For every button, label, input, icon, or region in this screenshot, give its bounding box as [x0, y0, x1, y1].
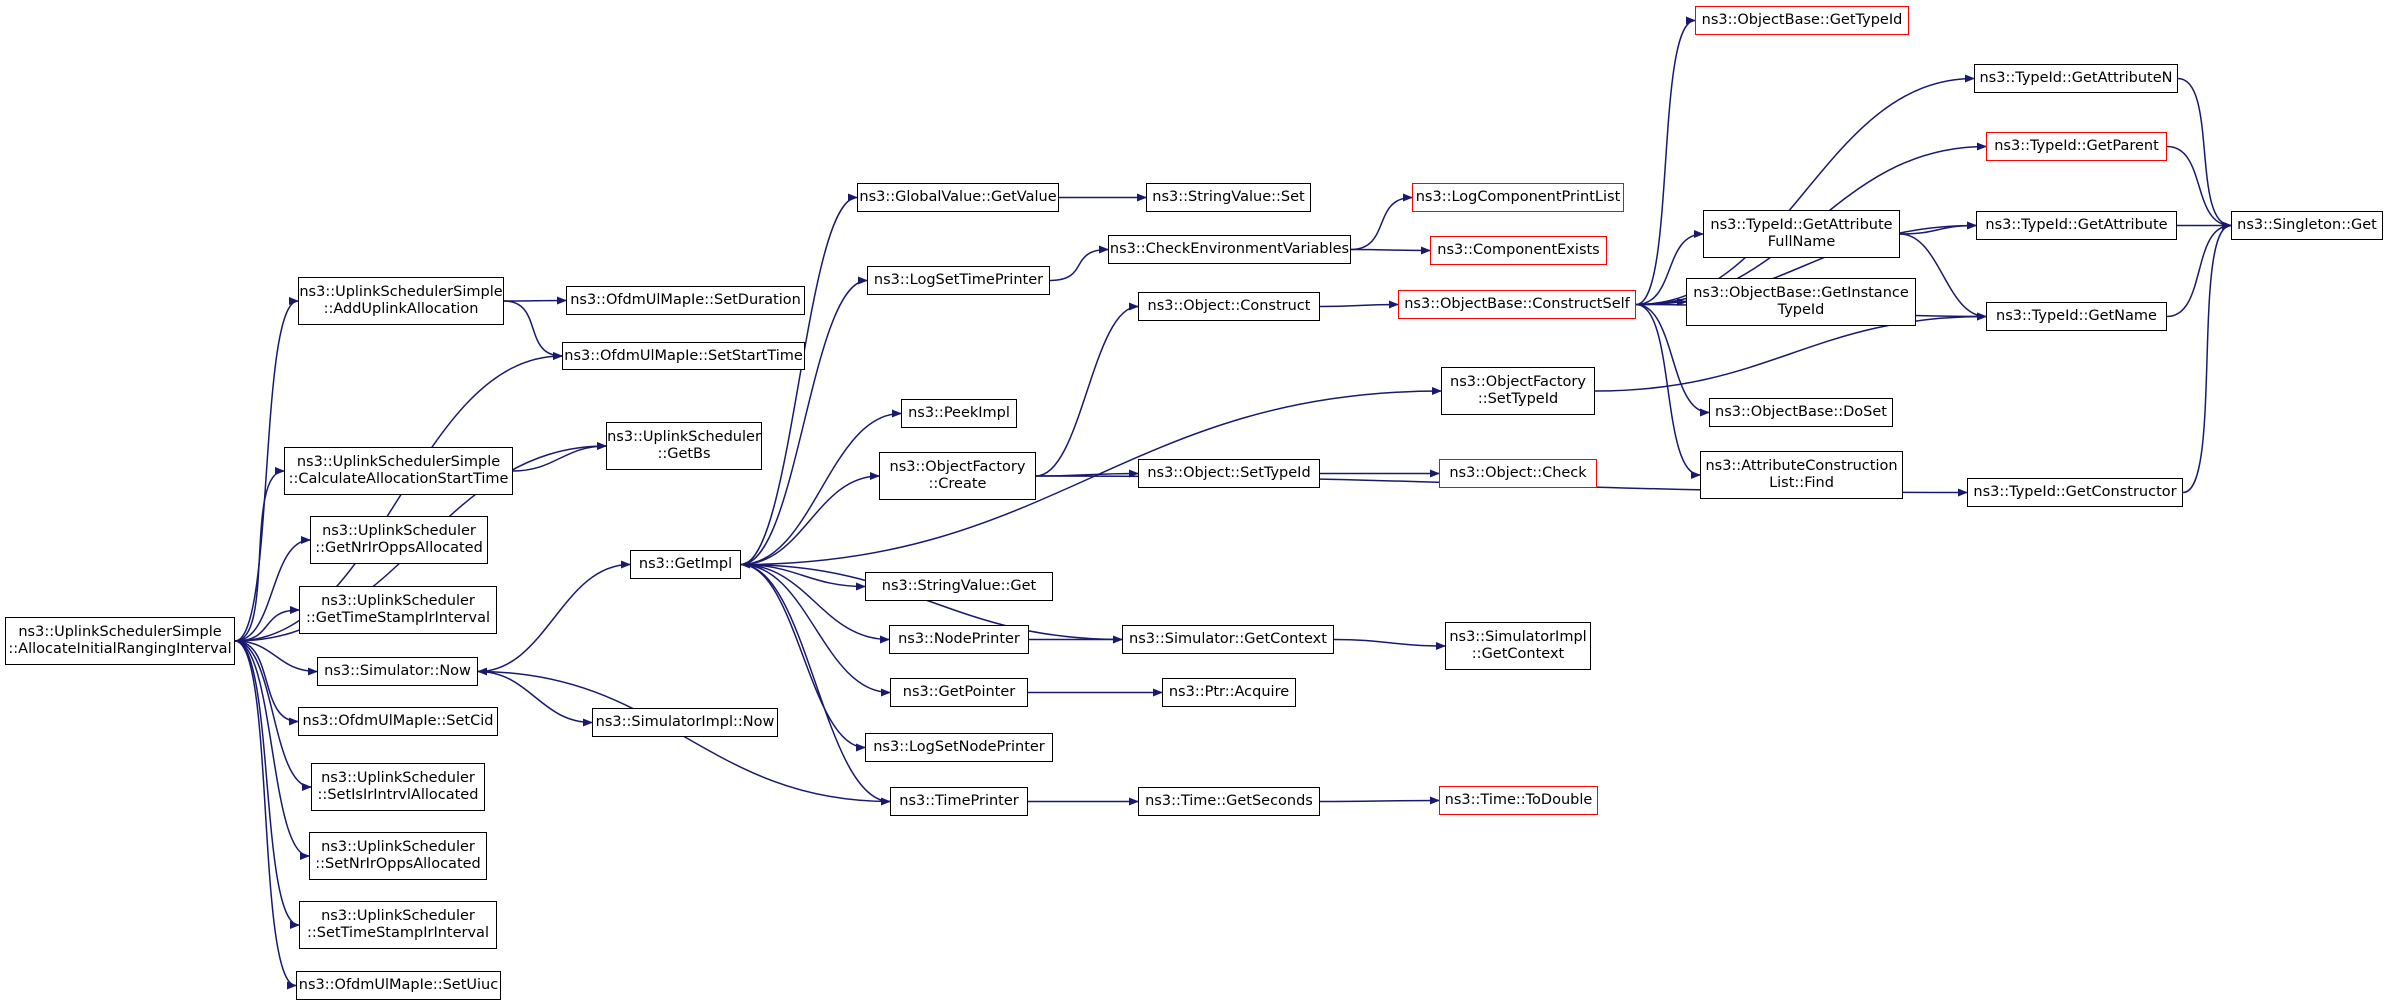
node-getpointer[interactable]: ns3::GetPointer: [890, 678, 1028, 707]
edge-getattrfull-to-getname: [1899, 233, 1987, 321]
node-objectbase-gettypeid[interactable]: ns3::ObjectBase::GetTypeId: [1695, 6, 1909, 35]
node-uplinkscheduler-setisirintrvlallocated[interactable]: ns3::UplinkScheduler ::SetIsIrIntrvlAllo…: [311, 763, 485, 811]
edge-root-to-setnrir: [234, 640, 310, 860]
node-uplinkscheduler-setnriroppsallocated[interactable]: ns3::UplinkScheduler ::SetNrIrOppsAlloca…: [309, 832, 487, 880]
edge-logsettime-to-checkenv: [1049, 245, 1109, 282]
node-simulator-now[interactable]: ns3::Simulator::Now: [317, 657, 478, 686]
node-object-settypeid[interactable]: ns3::Object::SetTypeId: [1138, 459, 1320, 488]
edge-root-to-settimestamp: [234, 640, 300, 929]
edge-getattrfull-to-getattr: [1899, 221, 1977, 235]
edge-root-to-setisir: [234, 640, 312, 791]
edge-getimpl-to-timeprinter: [740, 563, 891, 806]
edge-root-to-setuiuc: [234, 640, 297, 990]
node-objectfactory-settypeid[interactable]: ns3::ObjectFactory ::SetTypeId: [1441, 367, 1595, 415]
edge-objconstruct-to-constructself: [1319, 300, 1399, 309]
node-timeprinter[interactable]: ns3::TimePrinter: [890, 787, 1028, 816]
node-logsetnodeprinter[interactable]: ns3::LogSetNodePrinter: [865, 733, 1053, 762]
node-globalvalue-getvalue[interactable]: ns3::GlobalValue::GetValue: [857, 183, 1059, 212]
edge-constructself-to-attrlistfind: [1635, 303, 1701, 479]
node-getimpl[interactable]: ns3::GetImpl: [630, 550, 741, 579]
edge-getimpl-to-getpointer: [740, 563, 891, 697]
edge-constructself-to-objbasegettypeid: [1635, 16, 1696, 306]
node-typeid-getattributefullname[interactable]: ns3::TypeId::GetAttribute FullName: [1703, 210, 1900, 258]
node-objectbase-getinstancetypeid[interactable]: ns3::ObjectBase::GetInstance TypeId: [1686, 278, 1916, 326]
edge-root-to-setcid: [234, 640, 299, 726]
node-object-construct[interactable]: ns3::Object::Construct: [1138, 292, 1320, 321]
node-singleton-get[interactable]: ns3::Singleton::Get: [2231, 211, 2383, 240]
node-typeid-getattribute[interactable]: ns3::TypeId::GetAttribute: [1976, 211, 2177, 240]
edge-constructself-to-getattrfull: [1635, 230, 1704, 306]
node-typeid-getname[interactable]: ns3::TypeId::GetName: [1986, 302, 2167, 331]
node-ofdmulmapie-setstarttime[interactable]: ns3::OfdmUlMapIe::SetStartTime: [562, 342, 805, 370]
node-logsettimeprinter[interactable]: ns3::LogSetTimePrinter: [867, 266, 1050, 295]
edge-root-to-gettimestamp: [234, 606, 300, 642]
node-componentexists[interactable]: ns3::ComponentExists: [1430, 236, 1607, 265]
edge-getimpl-to-objfactcreate: [740, 472, 880, 566]
edge-root-to-calcalloc: [234, 467, 285, 642]
edge-timegetsec-to-timetodouble: [1319, 796, 1440, 805]
edge-root-to-simnow: [234, 640, 318, 676]
edge-getparent-to-singletonget: [2166, 145, 2232, 230]
edge-checkenv-to-compexists: [1350, 246, 1431, 255]
node-simulator-getcontext[interactable]: ns3::Simulator::GetContext: [1122, 625, 1334, 654]
node-uplinkschedulersimple-calculateallocationstarttime[interactable]: ns3::UplinkSchedulerSimple ::CalculateAl…: [284, 447, 513, 495]
edge-simgetctx-to-getimpl: [740, 560, 1123, 641]
node-objectbase-doset[interactable]: ns3::ObjectBase::DoSet: [1709, 398, 1893, 427]
edge-checkenv-to-logcompprint: [1350, 193, 1413, 251]
node-simulatorimpl-getcontext[interactable]: ns3::SimulatorImpl ::GetContext: [1445, 622, 1591, 670]
node-uplinkscheduler-getbs[interactable]: ns3::UplinkScheduler ::GetBs: [606, 422, 762, 470]
edge-simnow-to-simimplnow: [477, 670, 593, 727]
edge-adduplink-to-setstarttime: [503, 300, 563, 360]
edge-getimpl-to-logsettime: [740, 276, 868, 566]
node-ptr-acquire[interactable]: ns3::Ptr::Acquire: [1162, 678, 1296, 707]
node-typeid-getparent[interactable]: ns3::TypeId::GetParent: [1986, 132, 2167, 161]
node-objectfactory-create[interactable]: ns3::ObjectFactory ::Create: [879, 452, 1036, 500]
node-time-todouble[interactable]: ns3::Time::ToDouble: [1439, 786, 1598, 815]
node-attributeconstructionlist-find[interactable]: ns3::AttributeConstruction List::Find: [1700, 451, 1903, 499]
edge-objfactsettypeid-to-getname: [1594, 312, 1987, 392]
edge-getname-to-singletonget: [2166, 221, 2232, 318]
edge-getimpl-to-logsetnode: [740, 563, 866, 752]
edge-getimpl-to-peekimpl: [740, 409, 902, 566]
edge-getattrn-to-singletonget: [2177, 77, 2232, 230]
edge-simgetctx-to-simimplgetctx: [1333, 638, 1446, 650]
edge-simnow-to-getimpl: [477, 560, 631, 673]
edge-root-to-setstarttime: [234, 352, 563, 642]
node-peekimpl[interactable]: ns3::PeekImpl: [901, 399, 1017, 428]
edge-getimpl-to-globalget: [740, 193, 858, 566]
node-objectbase-constructself[interactable]: ns3::ObjectBase::ConstructSelf: [1398, 290, 1636, 319]
node-uplinkschedulersimple-allocateinitialranginginterval[interactable]: ns3::UplinkSchedulerSimple ::AllocateIni…: [5, 617, 235, 665]
node-uplinkschedulersimple-adduplinkallocation[interactable]: ns3::UplinkSchedulerSimple ::AddUplinkAl…: [298, 277, 504, 325]
edge-getimpl-to-objfactsettypeid: [740, 387, 1442, 566]
edge-getimpl-to-nodeprinter: [740, 563, 890, 644]
edge-getconstructor-to-singletonget: [2182, 221, 2232, 494]
edge-calcalloc-to-getbs: [512, 442, 607, 472]
node-logcomponentprintlist[interactable]: ns3::LogComponentPrintList: [1412, 183, 1624, 212]
node-ofdmulmapie-setuiuc[interactable]: ns3::OfdmUlMapIe::SetUiuc: [296, 971, 501, 1000]
node-time-getseconds[interactable]: ns3::Time::GetSeconds: [1138, 787, 1320, 816]
node-uplinkscheduler-gettimestampirinterval[interactable]: ns3::UplinkScheduler ::GetTimeStampIrInt…: [299, 586, 497, 634]
edge-root-to-adduplink: [234, 297, 299, 642]
edge-adduplink-to-setduration: [503, 296, 567, 305]
edge-constructself-to-getattrn: [1635, 74, 1975, 306]
node-typeid-getattributen[interactable]: ns3::TypeId::GetAttributeN: [1974, 64, 2178, 93]
edge-constructself-to-doset: [1635, 303, 1710, 417]
node-object-check[interactable]: ns3::Object::Check: [1439, 459, 1597, 488]
edge-root-to-getnrir: [234, 536, 311, 642]
node-uplinkscheduler-getnriroppsallocated[interactable]: ns3::UplinkScheduler ::GetNrIrOppsAlloca…: [310, 516, 488, 564]
node-nodeprinter[interactable]: ns3::NodePrinter: [889, 625, 1029, 654]
node-uplinkscheduler-settimestampirinterval[interactable]: ns3::UplinkScheduler ::SetTimeStampIrInt…: [299, 901, 497, 949]
node-ofdmulmapie-setduration[interactable]: ns3::OfdmUlMapIe::SetDuration: [566, 286, 805, 315]
node-checkenvironmentvariables[interactable]: ns3::CheckEnvironmentVariables: [1108, 235, 1351, 264]
node-simulatorimpl-now[interactable]: ns3::SimulatorImpl::Now: [592, 708, 778, 737]
edge-objfactcreate-to-objconstruct: [1035, 302, 1139, 477]
node-stringvalue-get[interactable]: ns3::StringValue::Get: [865, 572, 1053, 601]
node-stringvalue-set[interactable]: ns3::StringValue::Set: [1146, 183, 1311, 212]
node-ofdmulmapie-setcid[interactable]: ns3::OfdmUlMapIe::SetCid: [298, 707, 498, 736]
node-typeid-getconstructor[interactable]: ns3::TypeId::GetConstructor: [1967, 478, 2183, 507]
